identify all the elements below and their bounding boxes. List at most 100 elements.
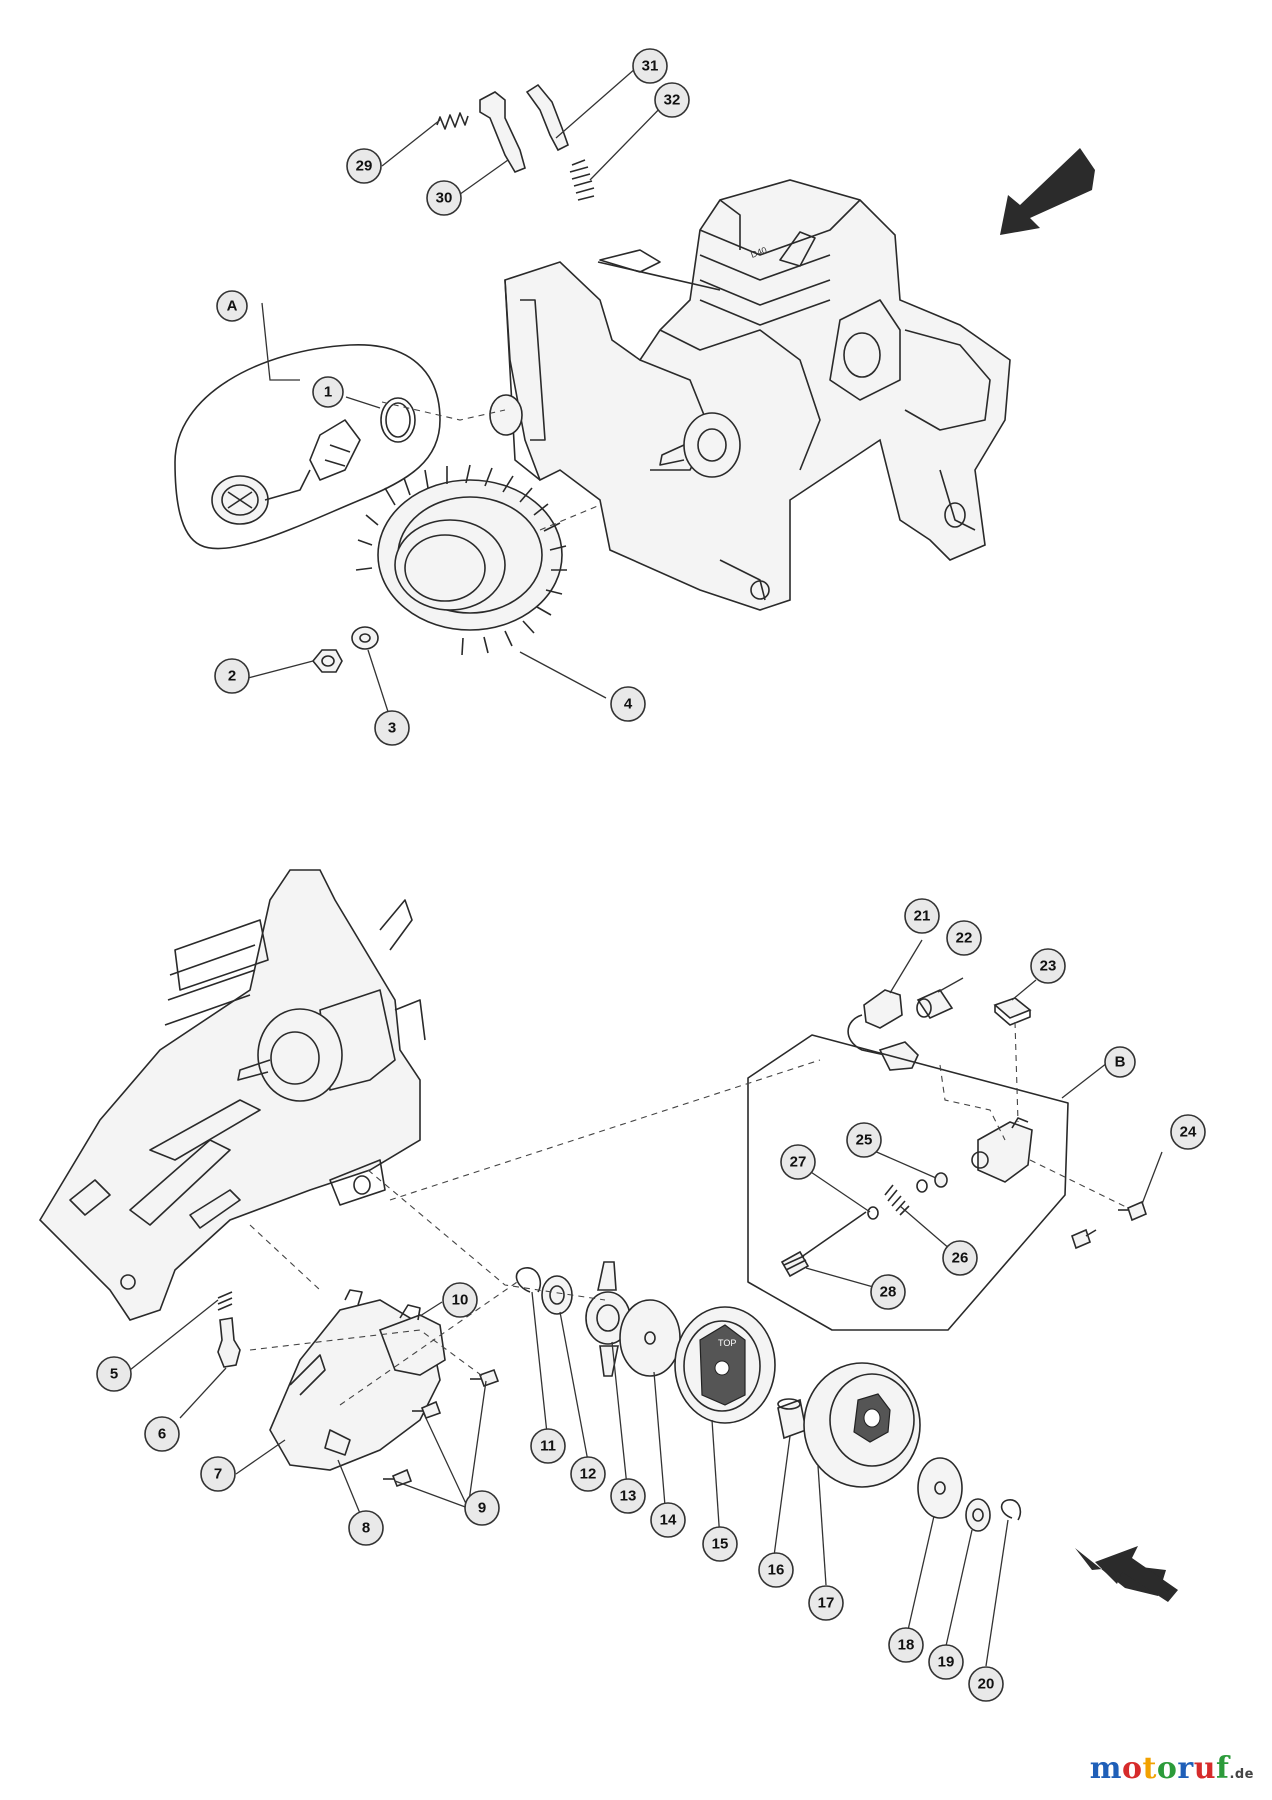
washer-18 (917, 1457, 963, 1519)
svg-text:29: 29 (356, 158, 373, 175)
leader-12 (559, 1311, 591, 1473)
svg-text:27: 27 (790, 1154, 807, 1171)
oil-line-21 (847, 989, 919, 1071)
svg-text:11: 11 (540, 1438, 556, 1455)
watermark-letter: r (1177, 1751, 1194, 1786)
dashed-guide-a (381, 401, 506, 421)
pump-drive-13 (585, 1261, 631, 1377)
svg-text:10: 10 (452, 1292, 469, 1309)
callout-24: 24 (1170, 1114, 1206, 1150)
crankcase-engine-block (489, 179, 1011, 611)
leader-1 (345, 396, 381, 409)
callout-5: 5 (96, 1356, 132, 1392)
callout-12: 12 (570, 1456, 606, 1492)
detail-b-group (747, 1034, 1097, 1331)
leader-16 (773, 1435, 791, 1557)
svg-text:3: 3 (388, 720, 396, 737)
svg-text:12: 12 (580, 1466, 597, 1483)
leader-5 (129, 1299, 219, 1371)
svg-text:8: 8 (362, 1520, 370, 1537)
dashed-guide-pump (339, 1279, 521, 1406)
spring-5 (217, 1291, 233, 1311)
dashed-guide-23 (1014, 1021, 1019, 1123)
callout-3: 3 (374, 710, 410, 746)
svg-text:1: 1 (324, 384, 332, 401)
svg-text:24: 24 (1180, 1124, 1197, 1141)
screw-24 (1118, 1200, 1147, 1222)
callout-11: 11 (530, 1428, 566, 1464)
watermark-letter: o (1156, 1751, 1178, 1786)
callout-16: 16 (758, 1552, 794, 1588)
callout-9: 9 (464, 1490, 500, 1526)
callout-14: 14 (650, 1502, 686, 1538)
svg-text:20: 20 (978, 1676, 995, 1693)
leader-10 (419, 1301, 443, 1317)
leader-28 (805, 1267, 885, 1291)
svg-text:2: 2 (228, 668, 236, 685)
leader-29 (381, 119, 441, 167)
callout-23: 23 (1030, 948, 1066, 984)
leader-13 (611, 1341, 629, 1497)
callout-22: 22 (946, 920, 982, 956)
callout-1: 1 (312, 376, 344, 408)
clutch-15 (674, 1306, 776, 1424)
watermark-letter: t (1142, 1751, 1157, 1786)
leader-24 (1141, 1151, 1163, 1205)
watermark-letter: m (1089, 1751, 1123, 1786)
leader-18 (907, 1515, 935, 1631)
leader-6 (179, 1367, 227, 1419)
disc-14 (619, 1299, 681, 1377)
svg-text:23: 23 (1040, 958, 1057, 975)
dashed-guide-cover (249, 1224, 321, 1291)
callout-4: 4 (610, 686, 646, 722)
svg-text:15: 15 (712, 1536, 729, 1553)
callout-19: 19 (928, 1644, 964, 1680)
leader-a (261, 302, 300, 381)
callout-8: 8 (348, 1510, 384, 1546)
svg-text:A: A (227, 298, 238, 315)
bearing-16 (777, 1398, 807, 1440)
flywheel (355, 464, 567, 656)
callout-2: 2 (214, 658, 250, 694)
svg-text:13: 13 (620, 1488, 637, 1505)
callout-32: 32 (654, 82, 690, 118)
svg-text:19: 19 (938, 1654, 955, 1671)
svg-text:18: 18 (898, 1637, 915, 1654)
leader-11 (531, 1291, 549, 1444)
filter-23 (993, 997, 1032, 1026)
callout-18: 18 (888, 1627, 924, 1663)
watermark-letter: u (1193, 1751, 1217, 1786)
leader-23 (1011, 979, 1037, 1001)
circlip-20 (1000, 1499, 1022, 1521)
washer-19 (965, 1498, 991, 1532)
leader-14 (653, 1371, 667, 1519)
leader-21 (889, 939, 923, 994)
svg-text:31: 31 (642, 58, 659, 75)
leader-9 (394, 1380, 487, 1509)
leader-30 (455, 159, 509, 198)
clutch-stamp-label: TOP (718, 1338, 736, 1348)
callout-13: 13 (610, 1478, 646, 1514)
svg-text:28: 28 (880, 1284, 897, 1301)
callout-26: 26 (942, 1240, 978, 1276)
nut-2 (311, 649, 343, 673)
leader-17 (817, 1465, 827, 1586)
clutch-drum-17 (803, 1362, 921, 1488)
callout-29: 29 (346, 148, 382, 184)
svg-text:16: 16 (768, 1562, 785, 1579)
callout-15: 15 (702, 1526, 738, 1562)
watermark-letter: f (1216, 1751, 1230, 1786)
svg-text:4: 4 (624, 696, 633, 713)
svg-text:B: B (1115, 1054, 1126, 1071)
dashed-guide-24 (1029, 1159, 1129, 1209)
leader-32 (589, 99, 669, 181)
svg-text:9: 9 (478, 1500, 486, 1517)
svg-text:17: 17 (818, 1595, 835, 1612)
callout-28: 28 (870, 1274, 906, 1310)
leader-22 (937, 977, 964, 993)
direction-arrow-icon (1000, 148, 1095, 235)
fitting-22 (916, 988, 954, 1020)
lever-31 (525, 83, 569, 152)
callout-b: B (1104, 1046, 1136, 1078)
